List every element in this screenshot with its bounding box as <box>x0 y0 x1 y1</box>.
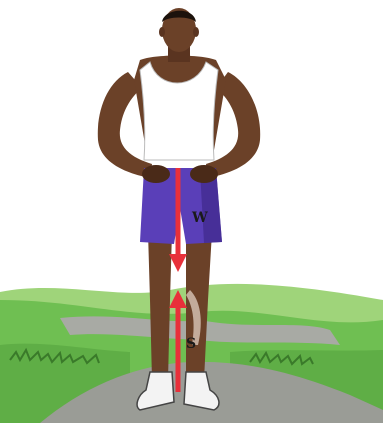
right-ear <box>193 27 199 37</box>
weight-label: W <box>191 210 208 226</box>
torso <box>134 56 226 161</box>
left-leg <box>148 232 172 380</box>
head <box>159 8 199 62</box>
right-hand <box>190 165 218 183</box>
weight-arrowhead <box>169 254 187 272</box>
left-hand <box>142 165 170 183</box>
support-label: S <box>186 336 196 352</box>
left-ear <box>159 27 165 37</box>
